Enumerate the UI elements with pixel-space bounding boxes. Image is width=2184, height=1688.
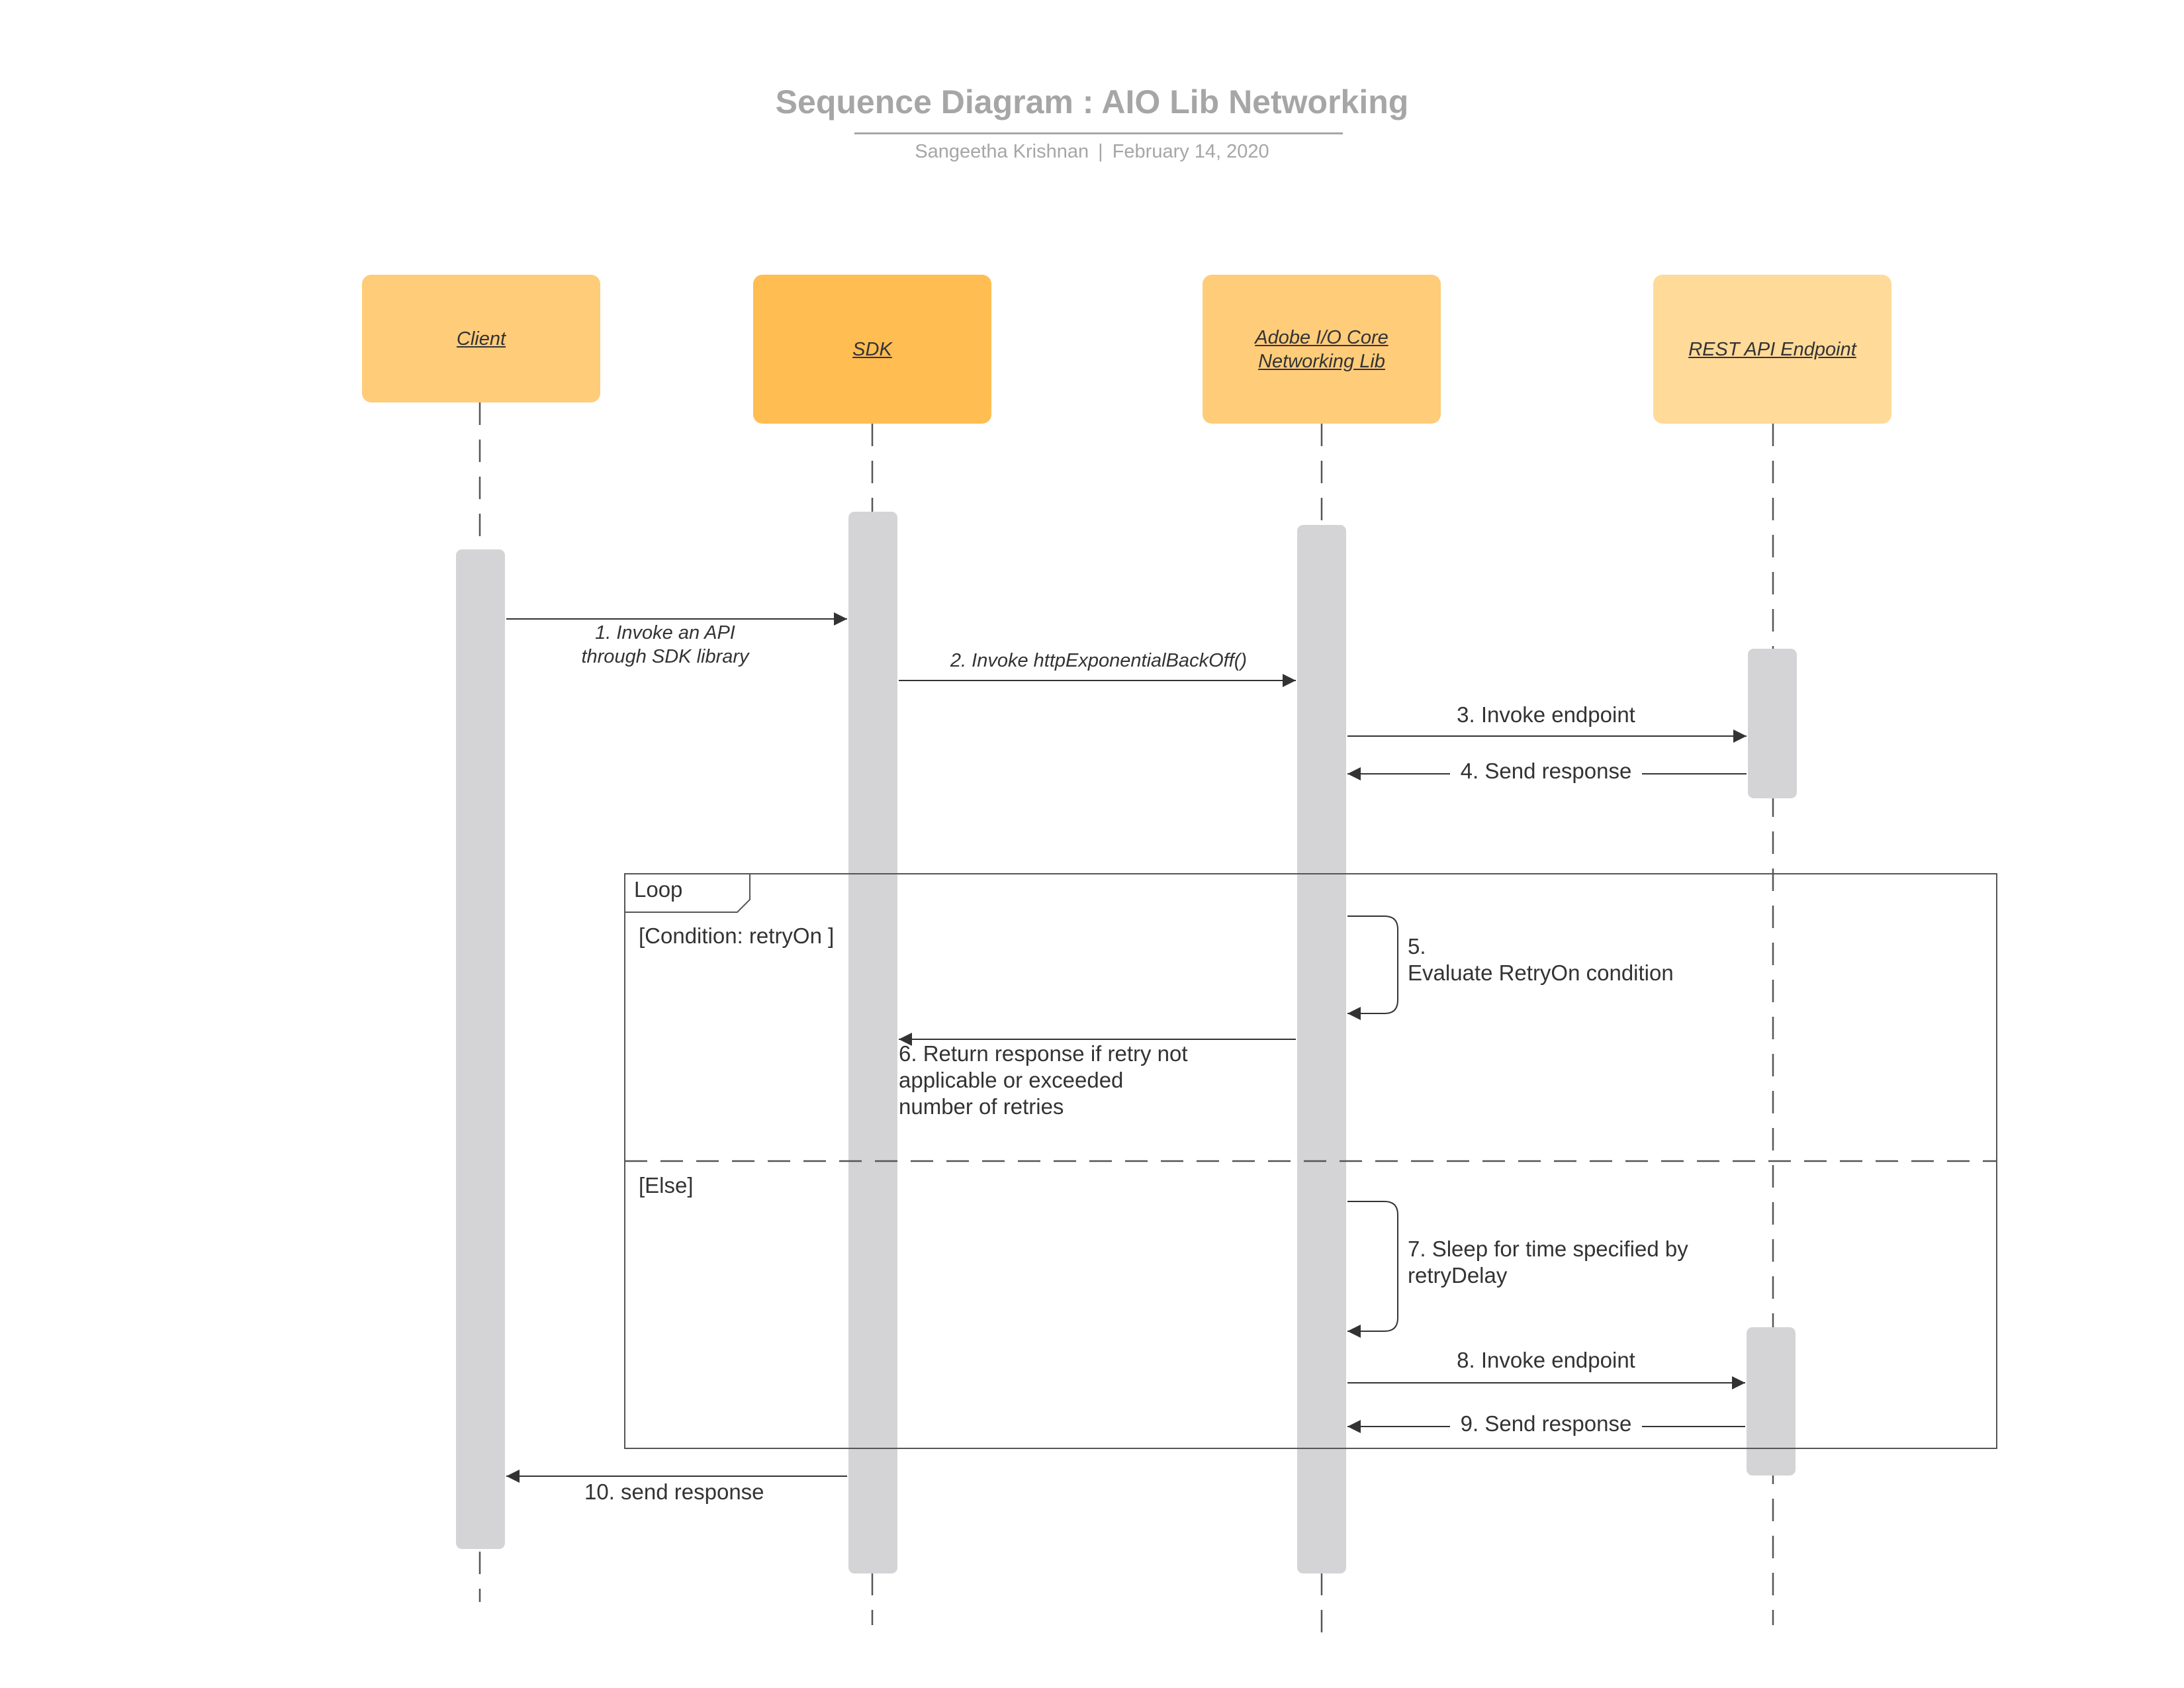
message-10-label: 10. send response — [584, 1479, 764, 1504]
lifelines — [478, 402, 1774, 1642]
title-underline — [854, 132, 1343, 134]
participant-rest-endpoint: REST API Endpoint — [1653, 275, 1891, 424]
message-4-label: 4. Send response — [1450, 758, 1642, 784]
diagram-subtitle: Sangeetha Krishnan | February 14, 2020 — [662, 141, 1522, 163]
author-name: Sangeetha Krishnan — [915, 141, 1089, 162]
message-5-number: 5. — [1408, 934, 1426, 959]
message-5-self-arrow — [1347, 915, 1398, 1020]
rest-activation-2 — [1747, 1327, 1796, 1476]
activations — [456, 512, 1797, 1573]
client-activation — [456, 549, 505, 1549]
message-3-label: 3. Invoke endpoint — [1457, 702, 1635, 727]
message-2-label: 2. Invoke httpExponentialBackOff() — [950, 650, 1248, 671]
corelib-activation — [1297, 525, 1346, 1573]
loop-guard-label: [Condition: retryOn ] — [639, 923, 835, 948]
message-8-label: 8. Invoke endpoint — [1457, 1348, 1635, 1372]
diagram-date: February 14, 2020 — [1112, 141, 1269, 162]
else-guard-label: [Else] — [639, 1173, 694, 1197]
diagram-title: Sequence Diagram : AIO Lib Networking — [775, 83, 1409, 120]
participant-client: Client — [362, 275, 600, 402]
message-7-label: 7. Sleep for time specified by retryDela… — [1408, 1237, 1688, 1288]
loop-operator-tab — [625, 874, 751, 913]
message-9-label: 9. Send response — [1450, 1411, 1642, 1437]
participant-sdk: SDK — [753, 275, 991, 424]
message-7-self-arrow — [1347, 1201, 1398, 1338]
subtitle-separator: | — [1098, 141, 1103, 162]
participant-corelib: Adobe I/O Core Networking Lib — [1203, 275, 1441, 424]
loop-fragment — [624, 873, 1997, 1449]
sdk-activation — [848, 512, 897, 1573]
loop-operator-label: Loop — [634, 877, 683, 902]
message-5-label: Evaluate RetryOn condition — [1408, 961, 1674, 985]
messages — [506, 612, 1747, 1483]
message-6-label: 6. Return response if retry not applicab… — [899, 1041, 1188, 1119]
rest-activation-1 — [1748, 649, 1797, 798]
message-1-label: 1. Invoke an API through SDK library — [581, 622, 749, 667]
